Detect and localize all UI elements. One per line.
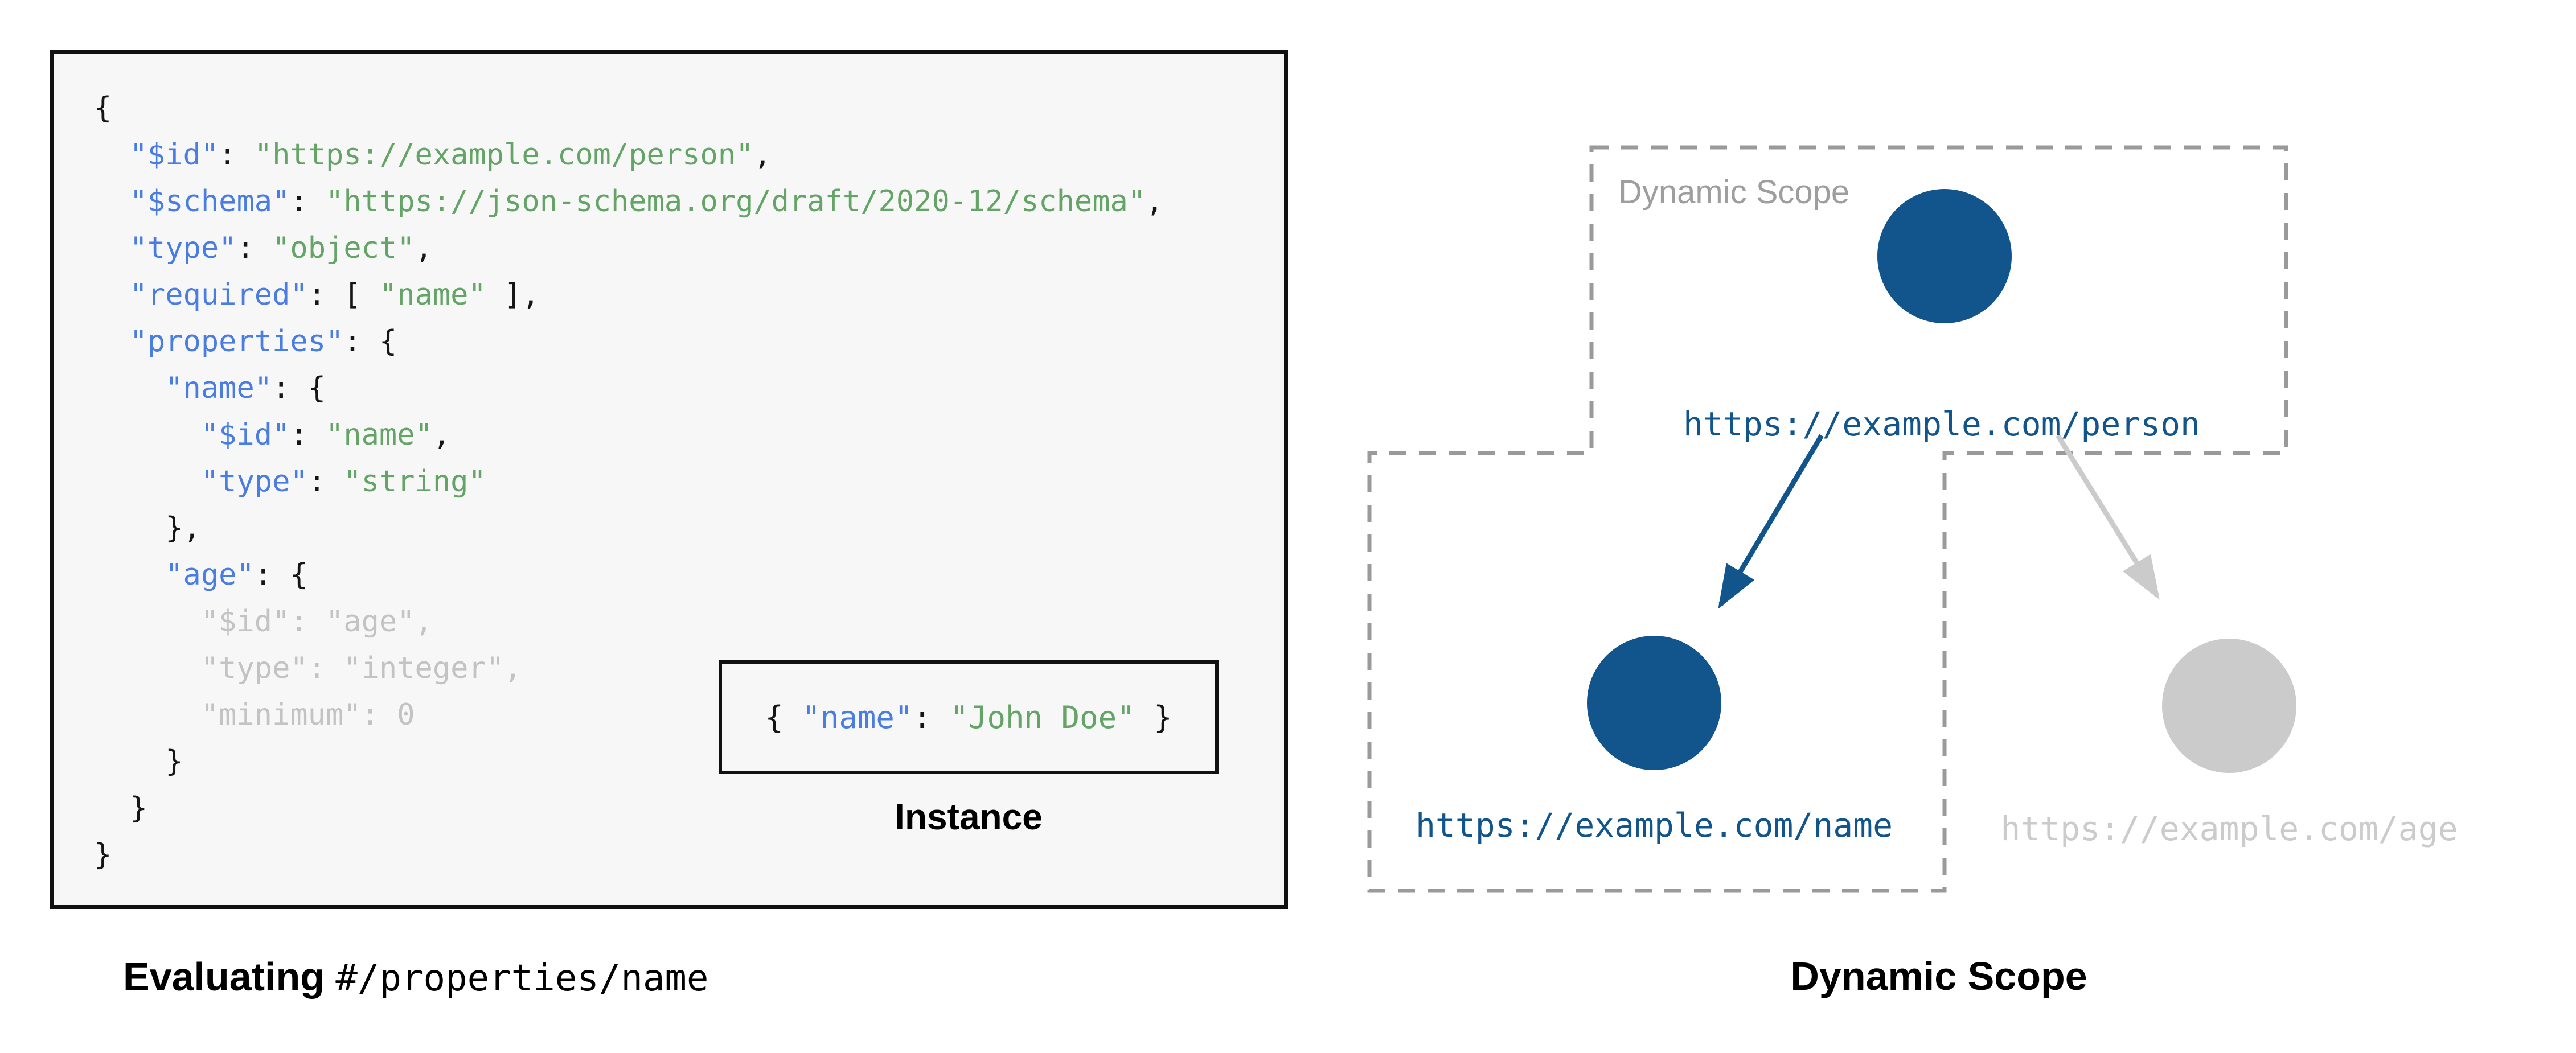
name-node-label: https://example.com/name [1415, 806, 1893, 845]
code-token: : [290, 184, 326, 219]
code-token: } [94, 838, 112, 872]
code-token: "type": "integer", [94, 651, 522, 685]
code-line: "type": "string" [94, 458, 1163, 505]
code-line: "type": "object", [94, 225, 1163, 272]
schema-code-block: { "$id": "https://example.com/person", "… [94, 85, 1163, 878]
code-token: "name" [802, 699, 913, 735]
code-line: "$id": "https://example.com/person", [94, 131, 1163, 178]
code-line: } [94, 832, 1163, 878]
arrow-person-to-name [1718, 434, 1824, 609]
code-token: "name" [165, 371, 273, 405]
code-token: } [94, 791, 147, 825]
code-line: "type": "integer", [94, 645, 1163, 692]
code-line: "$id": "age", [94, 598, 1163, 645]
code-token: : [ [307, 278, 379, 312]
evaluating-caption-word: Evaluating [123, 955, 325, 999]
code-token: { [94, 91, 112, 125]
scope-outline [1367, 145, 2288, 893]
name-node-circle [1587, 636, 1721, 770]
code-token: }, [94, 511, 201, 545]
code-token: "properties" [129, 324, 344, 359]
code-token: "$schema" [129, 184, 290, 219]
code-token: "name" [379, 278, 486, 312]
code-line: "age": { [94, 552, 1163, 598]
instance-box: { "name": "John Doe" } [719, 660, 1219, 774]
evaluating-caption-pointer: #/properties/name [335, 957, 709, 999]
code-token: "name" [326, 418, 433, 452]
dynamic-scope-caption: Dynamic Scope [1790, 954, 2087, 998]
code-token: "age" [165, 558, 255, 592]
code-token: ], [486, 278, 540, 312]
code-token: "$id" [129, 138, 219, 172]
code-token: : { [254, 558, 308, 592]
code-token: : [913, 699, 950, 735]
code-line: "minimum": 0 [94, 692, 1163, 738]
code-token: "https://example.com/person" [254, 138, 754, 172]
code-token: "https://json-schema.org/draft/2020-12/s… [326, 184, 1146, 219]
instance-label: Instance [895, 796, 1043, 837]
person-node-label: https://example.com/person [1683, 405, 2200, 443]
code-token: : { [343, 324, 397, 359]
code-token: , [432, 418, 451, 452]
code-token: "$id": "age", [94, 604, 433, 639]
code-token: : [236, 231, 273, 265]
code-line: }, [94, 505, 1163, 552]
schema-panel [50, 50, 1288, 909]
code-token: : [307, 464, 344, 499]
code-token: : [219, 138, 255, 172]
code-line: "required": [ "name" ], [94, 272, 1163, 318]
arrow-person-to-age [2056, 434, 2160, 600]
scope-box-label: Dynamic Scope [1618, 174, 1850, 211]
code-line: "$id": "name", [94, 412, 1163, 458]
code-token: "John Doe" [950, 699, 1135, 735]
code-token: { [765, 699, 802, 735]
person-node-circle [1877, 189, 2012, 323]
code-token: "string" [343, 464, 486, 499]
code-token: "$id" [200, 418, 290, 452]
code-token: } [1135, 699, 1172, 735]
code-line: "name": { [94, 365, 1163, 412]
code-token: : [290, 418, 326, 452]
code-token: } [94, 744, 183, 779]
code-line: { [94, 85, 1163, 131]
code-line: "$schema": "https://json-schema.org/draf… [94, 178, 1164, 225]
age-node-label: https://example.com/age [2000, 809, 2458, 848]
code-token: "object" [272, 231, 415, 265]
code-token: , [753, 138, 772, 172]
code-token: "minimum": 0 [94, 698, 415, 732]
code-line: "properties": { [94, 318, 1163, 365]
evaluating-caption: Evaluating #/properties/name [123, 954, 708, 999]
code-line: } [94, 738, 1163, 785]
code-token: , [415, 231, 433, 265]
code-token: : { [272, 371, 326, 405]
code-line: } [94, 785, 1163, 832]
code-token: "type" [129, 231, 237, 265]
age-node-circle [2162, 639, 2296, 773]
code-token: "type" [200, 464, 308, 499]
code-token: , [1146, 184, 1164, 219]
code-token: "required" [129, 278, 308, 312]
